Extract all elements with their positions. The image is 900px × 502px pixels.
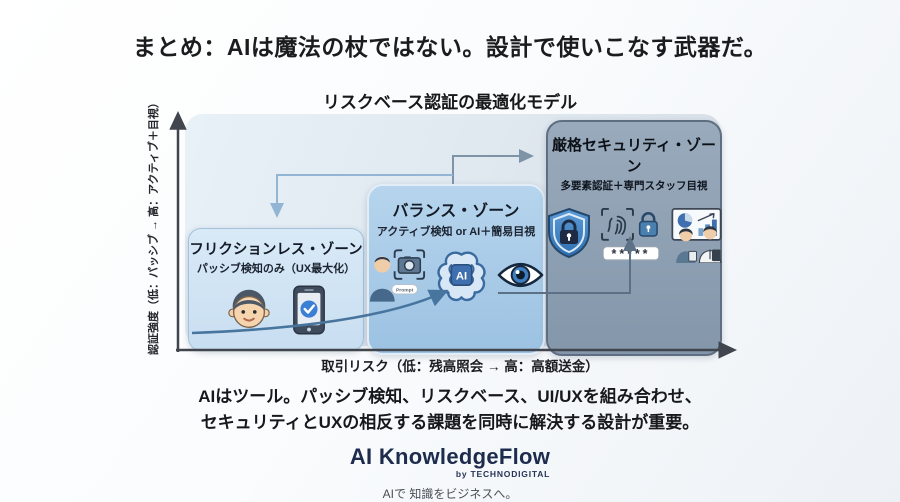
camera-prompt-label: Prompt [396,287,414,293]
brand-lockup: AI KnowledgeFlow by TECHNODIGITAL [350,444,550,479]
zone-frictionless-subtitle: パッシブ検知のみ（UX最大化） [196,263,356,275]
zone-strict-title: 厳格セキュリティ・ゾーン [551,137,717,175]
ai-chip-label: AI [455,271,466,283]
y-axis-label: 認証強度（低：パッシブ → 高：アクティブ＋目視） [148,97,160,355]
eye-icon [497,260,544,290]
zone-balance: バランス・ゾーン アクティブ検知 or AI＋簡易目視 Prompt [367,184,545,355]
summary-line-1: AIはツール。パッシブ検知、リスクベース、UI/UXを組み合わせ、 [198,387,702,406]
brand-wordmark: AI KnowledgeFlow [349,444,551,469]
chart-title: リスクベース認証の最適化モデル [322,93,578,112]
ai-brain-icon: AI [435,248,488,302]
x-axis-label: 取引リスク（低：残高照会 → 高：高額送金） [321,359,599,374]
brand-tagline: AIで 知識をビジネスへ。 [382,487,518,501]
summary-text: AIはツール。パッシブ検知、リスクベース、UI/UXを組み合わせ、 セキュリティ… [0,384,900,436]
zone-strict-security: 厳格セキュリティ・ゾーン 多要素認証＋専門スタッフ目視 [546,120,722,356]
footer: AI KnowledgeFlow by TECHNODIGITAL AIで 知識… [0,444,900,502]
password-mask-label: ***** [611,247,650,261]
person-camera-icon: Prompt [369,248,426,302]
zone-frictionless-icons [189,285,363,335]
zone-frictionless-title: フリクションレス・ゾーン [189,242,363,258]
zone-strict-icons: ***** [545,207,722,263]
zone-strict-subtitle: 多要素認証＋専門スタッフ目視 [560,180,708,192]
zone-balance-subtitle: アクティブ検知 or AI＋簡易目視 [376,226,536,238]
shield-lock-icon [545,207,593,259]
phone-check-icon [290,285,328,335]
fingerprint-auth-icon: ***** [600,207,662,263]
summary-line-2: セキュリティとUXの相反する課題を同時に解決する設計が重要。 [200,413,700,432]
page-title: まとめ：AIは魔法の杖ではない。設計で使いこなす武器だ。 [132,34,768,60]
zone-frictionless: フリクションレス・ゾーン パッシブ検知のみ（UX最大化） [188,228,364,351]
zone-balance-title: バランス・ゾーン [392,203,520,220]
staff-review-icon [669,207,724,263]
zone-balance-icons: Prompt AI [369,248,543,302]
face-icon [224,285,274,335]
brand-byline: by TECHNODIGITAL [455,469,551,479]
